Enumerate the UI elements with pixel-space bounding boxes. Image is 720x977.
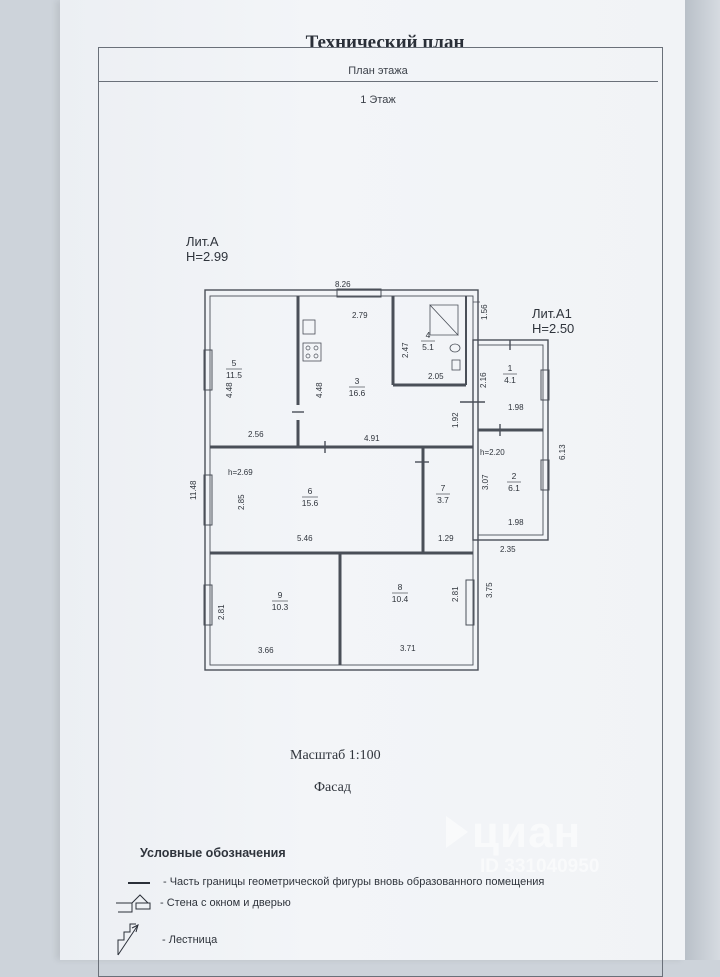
svg-text:16.6: 16.6 <box>349 388 366 398</box>
lit-a-height: H=2.99 <box>186 249 229 264</box>
svg-text:2: 2 <box>512 471 517 481</box>
dim-room3-top: 2.79 <box>352 311 368 320</box>
stove-icon <box>302 342 322 362</box>
dim-room7-w: 1.29 <box>438 534 454 543</box>
room-label-3: 3 16.6 <box>349 376 366 398</box>
dim-room8-h: 2.81 <box>451 586 460 602</box>
legend-title: Условные обозначения <box>140 846 286 860</box>
dim-room3-w: 4.91 <box>364 434 380 443</box>
dim-left: 11.48 <box>189 480 198 500</box>
svg-text:7: 7 <box>441 483 446 493</box>
lit-a-label: Лит.А H=2.99 <box>186 234 228 264</box>
lit-a1-name: Лит.А1 <box>532 306 572 321</box>
room-label-8: 8 10.4 <box>392 582 409 604</box>
dim-room4-h: 2.47 <box>401 342 410 358</box>
dim-room8-w: 3.71 <box>400 644 416 653</box>
dim-room6-w: 5.46 <box>297 534 313 543</box>
floor-label: 1 Этаж <box>360 94 396 106</box>
room-label-5: 5 11.5 <box>226 358 242 380</box>
shower-icon <box>429 304 459 337</box>
dim-room3-h: 4.48 <box>315 382 324 398</box>
svg-text:9: 9 <box>278 590 283 600</box>
legend-item-boundary: - Часть границы геометрической фигуры вн… <box>163 876 545 888</box>
dim-room5-h: 4.48 <box>225 382 234 398</box>
svg-text:4.1: 4.1 <box>504 375 516 385</box>
dim-room1-w: 1.98 <box>508 403 524 412</box>
toilet-icon <box>449 343 461 353</box>
svg-text:10.3: 10.3 <box>272 602 289 612</box>
window <box>336 288 382 298</box>
svg-text:5: 5 <box>232 358 237 368</box>
window <box>465 579 475 626</box>
watermark-id: ID 331040950 <box>480 856 600 877</box>
svg-text:5.1: 5.1 <box>422 342 434 352</box>
svg-text:1: 1 <box>508 363 513 373</box>
window <box>203 584 213 626</box>
lit-a1-label: Лит.А1 H=2.50 <box>532 306 574 336</box>
dim-room2-h: 3.07 <box>481 474 490 490</box>
scale-label: Масштаб 1:100 <box>290 748 381 763</box>
cian-logo-icon <box>446 816 468 848</box>
facade-label: Фасад <box>314 780 351 795</box>
window <box>203 474 213 526</box>
window <box>203 349 213 391</box>
ceiling-note-room2: h=2.20 <box>480 448 505 457</box>
dim-room9-w: 3.66 <box>258 646 274 655</box>
lit-a1-height: H=2.50 <box>532 321 575 336</box>
legend-item-staircase: - Лестница <box>162 934 218 946</box>
window-door-wall-icon <box>116 894 151 913</box>
room-label-9: 9 10.3 <box>272 590 289 612</box>
dim-room9-h: 2.81 <box>217 604 226 620</box>
room-label-1: 1 4.1 <box>503 363 517 385</box>
svg-text:6.1: 6.1 <box>508 483 520 493</box>
svg-text:4: 4 <box>426 330 431 340</box>
background-edge <box>685 0 720 960</box>
dim-room3-side: 1.92 <box>451 412 460 428</box>
room-label-4: 4 5.1 <box>421 330 435 352</box>
dim-room4-w: 2.05 <box>428 372 444 381</box>
window <box>540 369 550 401</box>
room-label-6: 6 15.6 <box>302 486 319 508</box>
svg-text:15.6: 15.6 <box>302 498 319 508</box>
dim-a1-right: 6.13 <box>558 444 567 460</box>
svg-text:8: 8 <box>398 582 403 592</box>
plan-header: План этажа <box>98 60 658 82</box>
room-label-7: 7 3.7 <box>436 483 450 505</box>
room-label-2: 2 6.1 <box>507 471 521 493</box>
dim-room6-h: 2.85 <box>237 494 246 510</box>
svg-text:3: 3 <box>355 376 360 386</box>
legend-item-window-door: - Стена с окном и дверью <box>160 897 291 909</box>
dim-room2-w: 1.98 <box>508 518 524 527</box>
document-sheet <box>60 0 685 960</box>
svg-text:10.4: 10.4 <box>392 594 409 604</box>
dim-a1-bottom: 2.35 <box>500 545 516 554</box>
svg-text:3.7: 3.7 <box>437 495 449 505</box>
dim-top: 8.26 <box>335 280 351 289</box>
svg-text:11.5: 11.5 <box>226 370 242 380</box>
watermark-brand: циан <box>472 808 582 857</box>
dim-right-lower: 3.75 <box>485 582 494 598</box>
lit-a-name: Лит.А <box>186 234 219 249</box>
dim-room1-h: 2.16 <box>479 372 488 388</box>
sink-icon <box>302 319 316 335</box>
dim-room5-w: 2.56 <box>248 430 264 439</box>
ceiling-note-room6: h=2.69 <box>228 468 253 477</box>
window <box>540 459 550 491</box>
staircase-icon <box>117 923 139 956</box>
washbasin-icon <box>451 359 461 371</box>
dim-a1-top: 1.56 <box>480 304 489 320</box>
svg-text:6: 6 <box>308 486 313 496</box>
